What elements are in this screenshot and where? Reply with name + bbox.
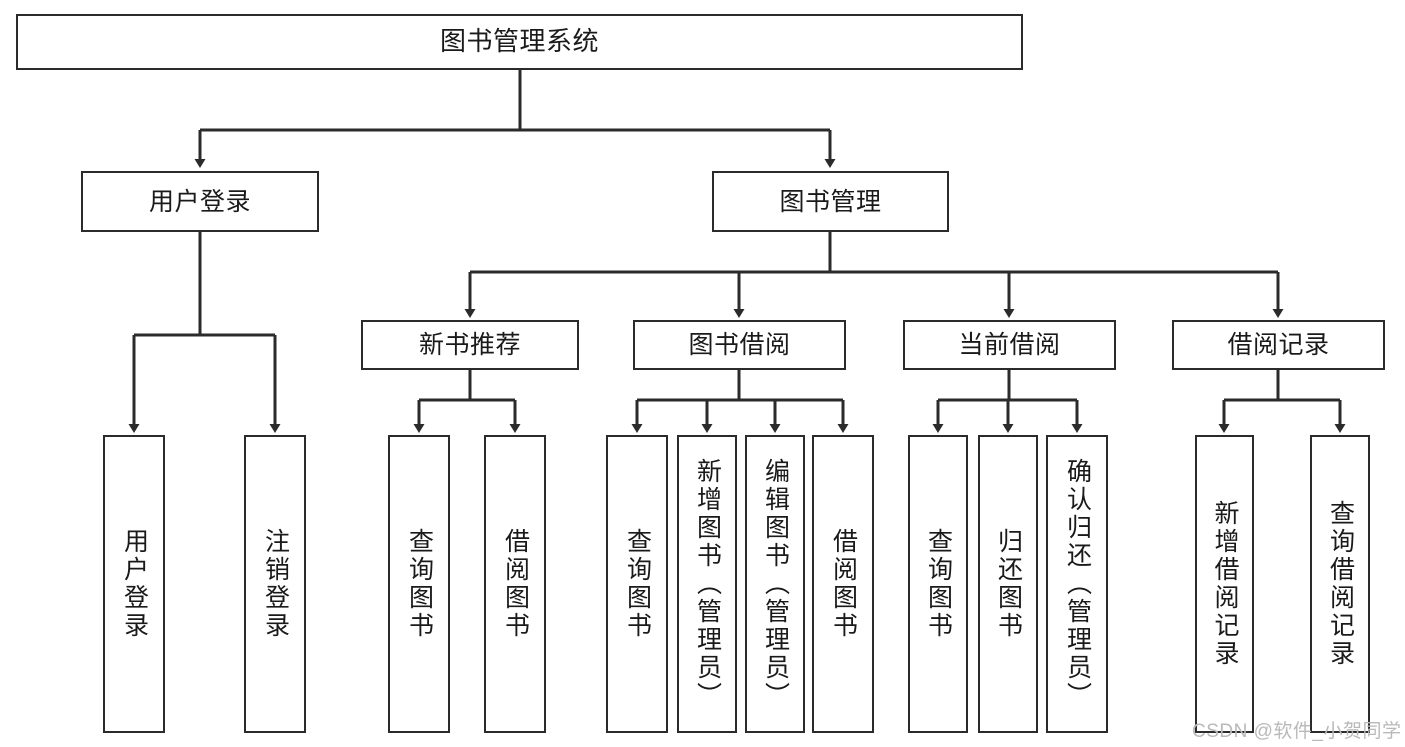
node-br-add-record[interactable]: 新增借阅记录 xyxy=(1195,435,1254,733)
node-rec-borrow-book[interactable]: 借阅图书 xyxy=(484,435,546,733)
node-user-login[interactable]: 用户登录 xyxy=(81,171,319,232)
node-br-query-record[interactable]: 查询借阅记录 xyxy=(1310,435,1370,733)
node-label-rec-query-book: 查询图书 xyxy=(405,528,434,640)
node-current-borrow[interactable]: 当前借阅 xyxy=(903,320,1116,370)
node-leaf-logout[interactable]: 注销登录 xyxy=(244,435,306,733)
node-label-cb-return-book: 归还图书 xyxy=(994,528,1023,640)
node-label-br-query-record: 查询借阅记录 xyxy=(1326,500,1355,668)
node-cb-query-book[interactable]: 查询图书 xyxy=(908,435,968,733)
node-label-root: 图书管理系统 xyxy=(439,26,599,57)
node-cb-confirm[interactable]: 确认归还（管理员） xyxy=(1046,435,1108,733)
node-label-new-book-rec: 新书推荐 xyxy=(418,331,521,359)
node-bb-edit-book[interactable]: 编辑图书（管理员） xyxy=(745,435,805,733)
node-book-borrow[interactable]: 图书借阅 xyxy=(633,320,846,370)
node-label-book-borrow: 图书借阅 xyxy=(688,331,791,359)
node-bb-add-book[interactable]: 新增图书（管理员） xyxy=(677,435,737,733)
node-label-br-add-record: 新增借阅记录 xyxy=(1211,500,1239,668)
node-label-cb-query-book: 查询图书 xyxy=(924,528,953,640)
node-new-book-rec[interactable]: 新书推荐 xyxy=(361,320,579,370)
node-label-borrow-record: 借阅记录 xyxy=(1227,331,1330,359)
node-label-bb-query-book: 查询图书 xyxy=(623,528,652,640)
node-label-book-manage: 图书管理 xyxy=(779,187,882,216)
node-bb-query-book[interactable]: 查询图书 xyxy=(606,435,668,733)
node-label-bb-edit-book: 编辑图书（管理员） xyxy=(761,458,790,710)
node-label-cb-confirm: 确认归还（管理员） xyxy=(1063,458,1092,710)
node-label-bb-add-book: 新增图书（管理员） xyxy=(693,458,722,710)
node-rec-query-book[interactable]: 查询图书 xyxy=(388,435,450,733)
csdn-watermark: CSDN @软件_小贺同学 xyxy=(1192,721,1402,742)
node-leaf-user-login[interactable]: 用户登录 xyxy=(103,435,165,733)
node-book-manage[interactable]: 图书管理 xyxy=(712,171,949,232)
node-label-leaf-logout: 注销登录 xyxy=(261,528,290,640)
node-cb-return-book[interactable]: 归还图书 xyxy=(978,435,1038,733)
node-borrow-record[interactable]: 借阅记录 xyxy=(1172,320,1385,370)
node-label-leaf-user-login: 用户登录 xyxy=(120,528,149,640)
node-root[interactable]: 图书管理系统 xyxy=(16,14,1023,70)
node-label-rec-borrow-book: 借阅图书 xyxy=(501,528,530,640)
node-label-current-borrow: 当前借阅 xyxy=(958,331,1061,359)
node-label-bb-borrow-book: 借阅图书 xyxy=(829,528,858,640)
node-bb-borrow-book[interactable]: 借阅图书 xyxy=(812,435,874,733)
node-label-user-login: 用户登录 xyxy=(148,187,251,216)
